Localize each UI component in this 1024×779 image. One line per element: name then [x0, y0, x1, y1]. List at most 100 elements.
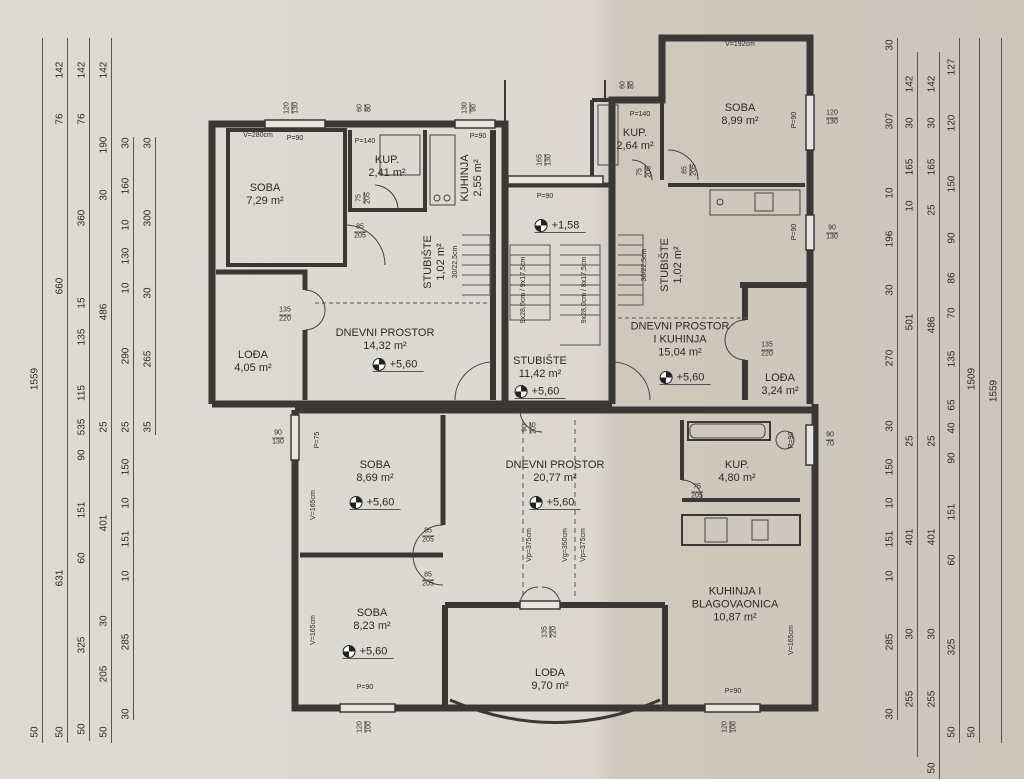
- opening-width: 90: [521, 422, 531, 434]
- room-area: 8,69 m²: [356, 472, 394, 484]
- dimension-label: 401: [926, 528, 938, 546]
- elevation-value: +5,60: [531, 385, 560, 398]
- dimension-label: 30: [884, 284, 896, 296]
- dimension-label: 1509: [966, 368, 978, 391]
- dimension-label: 10: [904, 200, 916, 212]
- dimension-label: 270: [884, 349, 896, 367]
- elevation-value: +1,58: [551, 219, 580, 232]
- opening-height: 130: [272, 438, 284, 446]
- opening-height: 205: [530, 422, 538, 434]
- room-name-2: BLAGOVAONICA: [691, 598, 779, 611]
- dimension-label: 50: [29, 726, 41, 738]
- dimension-line: [42, 38, 43, 743]
- opening-width: 120: [826, 109, 838, 119]
- opening-height: 220: [550, 626, 558, 638]
- room-area: 10,87 m²: [713, 611, 757, 624]
- opening-width: 60: [619, 81, 629, 89]
- doors: [304, 149, 746, 606]
- dimension-line: [939, 51, 940, 779]
- dimension-label: 10: [884, 497, 896, 509]
- dimension-label: 127: [946, 58, 958, 76]
- dimension-label: 50: [946, 726, 958, 738]
- room-area: 1,02 m²: [435, 243, 447, 281]
- room-area: 4,05 m²: [234, 362, 272, 374]
- dimension-label: 30: [142, 137, 154, 149]
- dimension-label: 120: [946, 114, 958, 131]
- dimension-label: 30: [904, 628, 916, 641]
- opening-height: 205: [364, 192, 372, 204]
- dimension-label: 501: [904, 313, 916, 331]
- room-area: 1,02 m²: [672, 246, 684, 284]
- dimension-label: 86: [946, 272, 958, 284]
- dimension-label: 165: [926, 158, 938, 175]
- opening-width: 85: [422, 527, 434, 537]
- dimension-line: [959, 38, 960, 743]
- dimension-label: 401: [904, 528, 916, 546]
- elevation-marker: +5,60: [659, 371, 711, 385]
- room-name: SOBA: [724, 102, 756, 114]
- dimension-label: 30: [926, 117, 938, 129]
- sill-label: P=140: [629, 111, 651, 118]
- dimension-label: 30: [120, 137, 132, 149]
- opening-width: 85: [354, 223, 366, 233]
- dimension-label: 151: [884, 530, 896, 548]
- sill-label: P=140: [354, 138, 376, 145]
- room-kup-2-41: KUP.2,41 m²: [368, 154, 405, 180]
- fixtures: [379, 104, 801, 543]
- elevation-value: +5,60: [359, 645, 388, 658]
- sill-label: P=90: [286, 135, 304, 142]
- dimension-line: [111, 38, 112, 743]
- room-name: SOBA: [356, 607, 388, 619]
- dimension-label: 142: [904, 75, 916, 93]
- room-height-label: V=192cm: [725, 41, 755, 48]
- dimension-label: 70: [946, 307, 958, 319]
- opening-width: 120: [721, 721, 731, 733]
- dimension-label: 25: [926, 204, 938, 216]
- room-height-label: V=165cm: [310, 490, 317, 520]
- dimension-label: 10: [120, 497, 132, 509]
- dimension-label: 40: [946, 422, 958, 434]
- room-area: 15,04 m²: [658, 346, 702, 359]
- elevation-value: +5,60: [676, 371, 705, 384]
- opening-width: 75: [691, 483, 703, 493]
- dimension-label: 285: [884, 634, 896, 651]
- room-kup-4-80: KUP.4,80 m²: [718, 459, 755, 485]
- dimension-label: 631: [54, 569, 66, 587]
- room-height-label: V=165cm: [788, 625, 795, 655]
- opening-width: 90: [272, 429, 284, 439]
- elevation-value: +5,60: [546, 496, 575, 509]
- room-area: 14,32 m²: [363, 340, 407, 352]
- dimension-label: 285: [120, 634, 132, 651]
- dimension-label: 10: [120, 570, 132, 582]
- dimension-line: [917, 51, 918, 757]
- elevation-icon: [372, 358, 386, 371]
- opening-height: 130: [826, 233, 838, 241]
- elevation-icon: [514, 385, 528, 398]
- dimension-label: 50: [98, 726, 110, 738]
- dimension-label: 660: [54, 277, 66, 295]
- dimension-label: 30: [120, 708, 132, 720]
- dimension-label: 50: [966, 726, 978, 738]
- windows: [264, 94, 815, 713]
- dimension-label: 25: [904, 435, 916, 447]
- opening-height: 205: [354, 232, 366, 240]
- dimension-label: 196: [884, 230, 896, 248]
- elevation-value: +5,60: [389, 358, 418, 371]
- sill-label: P=90: [724, 688, 742, 695]
- dimension-line: [979, 38, 980, 743]
- dimension-label: 135: [946, 350, 958, 368]
